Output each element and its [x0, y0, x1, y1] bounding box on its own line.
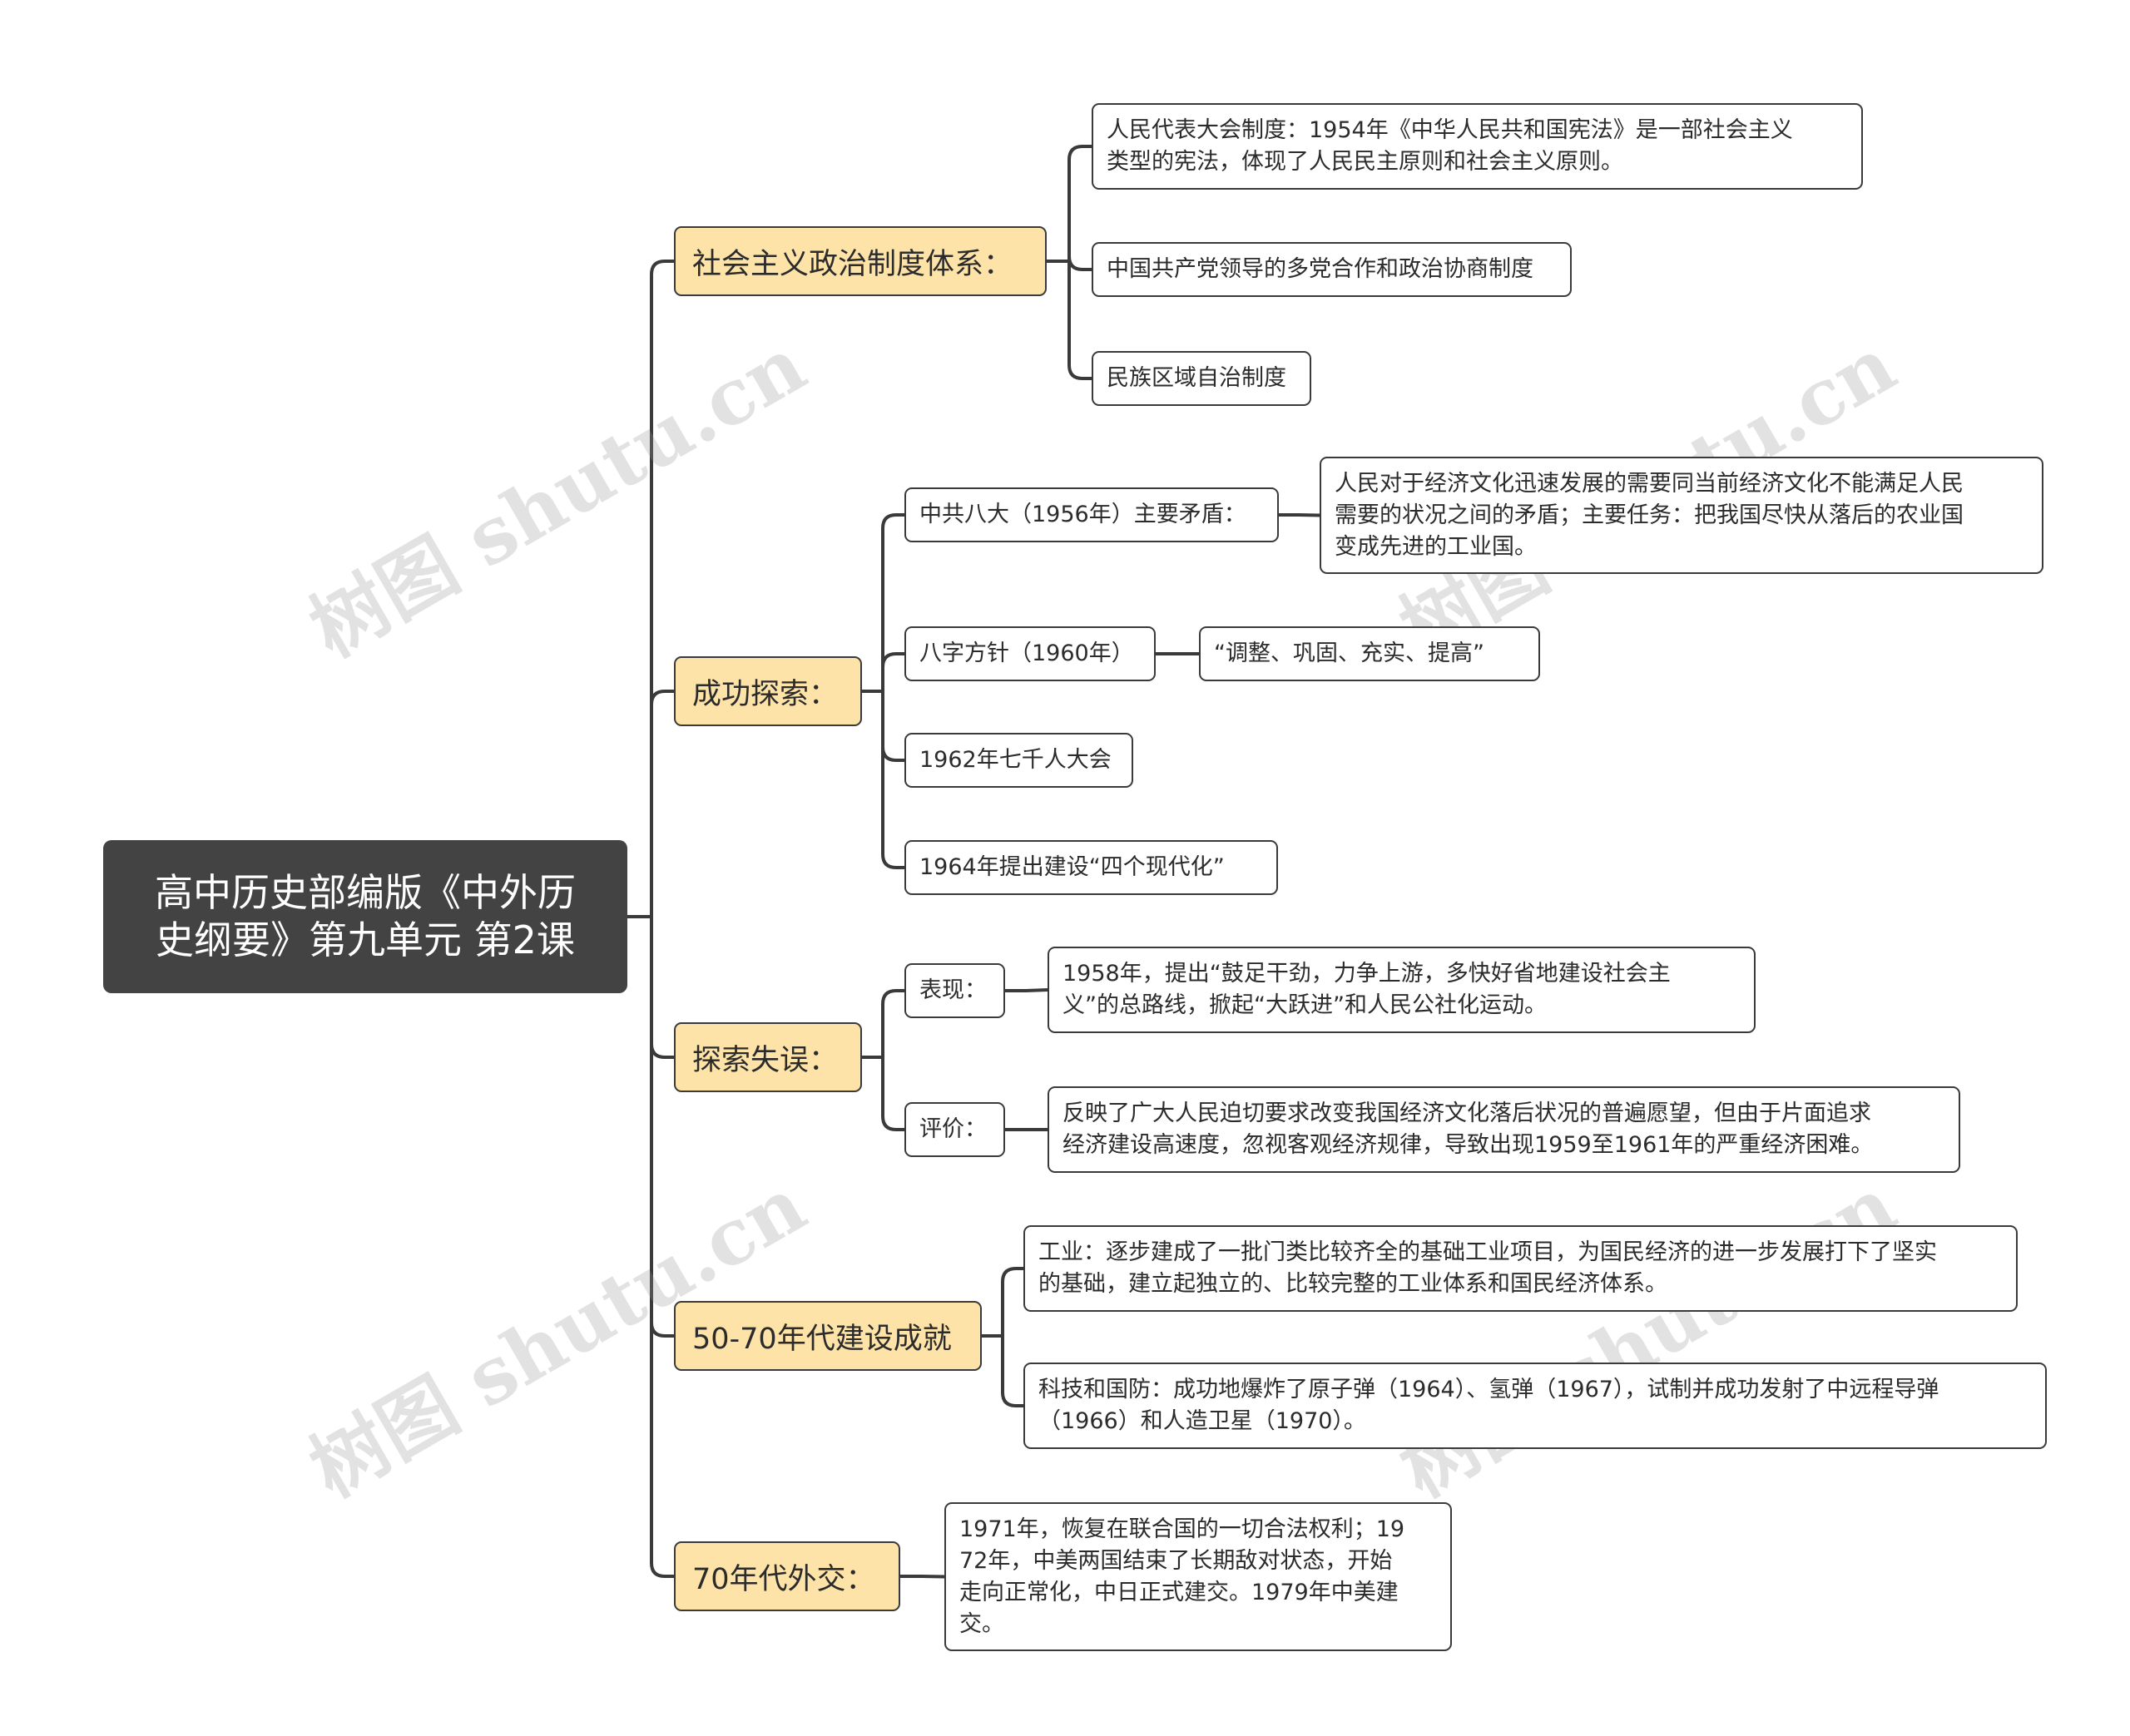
branch-construction-achievements[interactable]: 50-70年代建设成就	[674, 1301, 982, 1371]
connector-line	[881, 690, 906, 762]
branch-exploration-mistakes[interactable]: 探索失误：	[674, 1022, 862, 1092]
connector-line	[650, 260, 676, 918]
topic-manifestation[interactable]: 表现：	[904, 963, 1005, 1018]
connector-line	[1067, 260, 1093, 380]
topic-eight-character-policy[interactable]: 八字方针（1960年）	[904, 626, 1156, 681]
detail-manifestation[interactable]: 1958年，提出“鼓足干劲，力争上游，多快好省地建设社会主 义”的总路线，掀起“…	[1048, 947, 1756, 1033]
connector-line	[881, 1056, 906, 1131]
connector-line	[881, 652, 906, 693]
connector-line	[1001, 1267, 1025, 1338]
connector-line	[650, 690, 676, 918]
branch-successful-exploration[interactable]: 成功探索：	[674, 656, 862, 726]
topic-industry[interactable]: 工业：逐步建成了一批门类比较齐全的基础工业项目，为国民经济的进一步发展打下了坚实…	[1023, 1225, 2018, 1312]
detail-eighth-congress[interactable]: 人民对于经济文化迅速发展的需要同当前经济文化不能满足人民 需要的状况之间的矛盾；…	[1320, 457, 2043, 574]
connector-line	[1001, 1334, 1025, 1407]
topic-regional-autonomy[interactable]: 民族区域自治制度	[1092, 351, 1311, 406]
connector-line	[1297, 513, 1321, 517]
topic-multi-party-cooperation[interactable]: 中国共产党领导的多党合作和政治协商制度	[1092, 242, 1572, 297]
topic-eighth-congress[interactable]: 中共八大（1956年）主要矛盾：	[904, 487, 1279, 542]
connector-line	[881, 513, 906, 693]
connector-line	[1067, 255, 1093, 271]
root-topic[interactable]: 高中历史部编版《中外历 史纲要》第九单元 第2课	[103, 840, 627, 993]
branch-political-system[interactable]: 社会主义政治制度体系：	[674, 226, 1047, 296]
detail-eight-character-policy[interactable]: “调整、巩固、充实、提高”	[1199, 626, 1540, 681]
connector-line	[650, 915, 676, 1338]
detail-evaluation[interactable]: 反映了广大人民迫切要求改变我国经济文化落后状况的普遍愿望，但由于片面追求 经济建…	[1048, 1086, 1960, 1173]
topic-science-defense[interactable]: 科技和国防：成功地爆炸了原子弹（1964）、氢弹（1967），试制并成功发射了中…	[1023, 1363, 2047, 1449]
connector-line	[881, 989, 906, 1059]
connector-line	[1024, 988, 1049, 992]
connector-line	[1067, 145, 1093, 263]
connector-line	[650, 915, 676, 1578]
topic-7000-cadres-conference[interactable]: 1962年七千人大会	[904, 733, 1133, 788]
branch-diplomacy-1970s[interactable]: 70年代外交：	[674, 1541, 900, 1611]
connector-line	[881, 690, 906, 869]
connector-line	[920, 1575, 946, 1579]
topic-four-modernizations[interactable]: 1964年提出建设“四个现代化”	[904, 840, 1278, 895]
topic-evaluation[interactable]: 评价：	[904, 1102, 1005, 1157]
connector-line	[650, 915, 676, 1059]
topic-peoples-congress[interactable]: 人民代表大会制度：1954年《中华人民共和国宪法》是一部社会主义 类型的宪法，体…	[1092, 103, 1863, 190]
topic-diplomatic-events[interactable]: 1971年，恢复在联合国的一切合法权利；19 72年，中美两国结束了长期敌对状态…	[944, 1502, 1452, 1651]
